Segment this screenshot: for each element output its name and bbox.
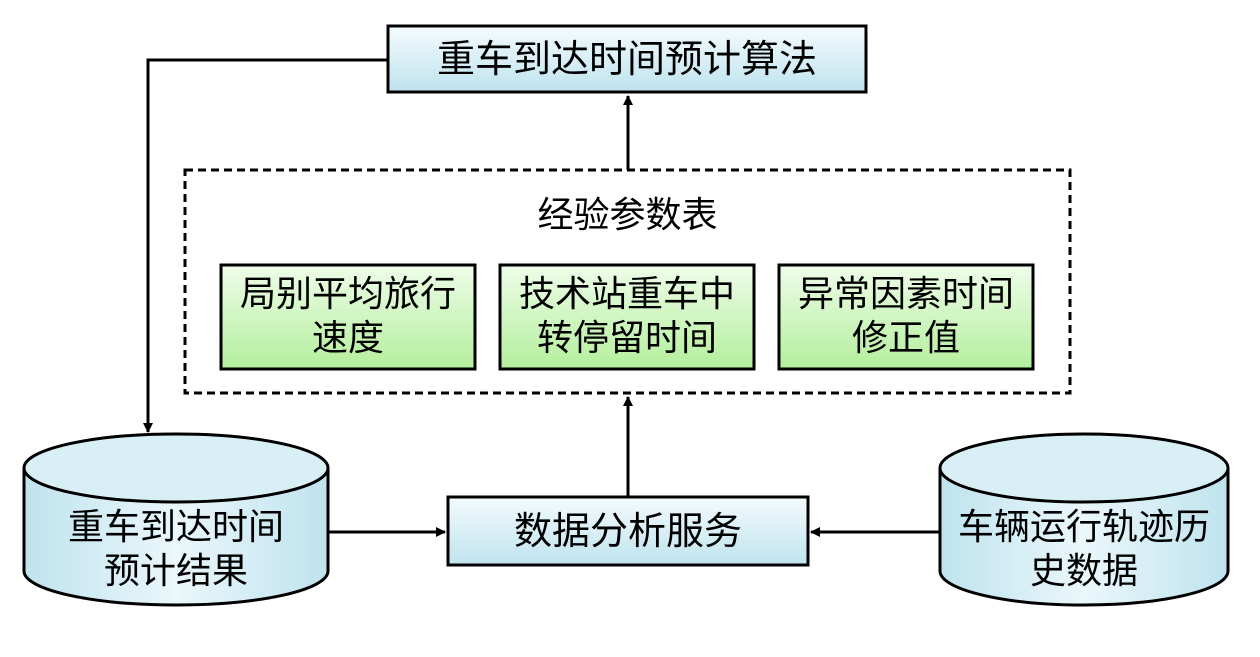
param-box-correction [777, 263, 1035, 371]
analysis-box-label: 数据分析服务 [513, 508, 742, 553]
history-database [938, 432, 1230, 607]
connector-algorithm-to-result [143, 58, 388, 433]
param-box-speed-label: 局别平均旅行 速度 [239, 274, 456, 359]
param-box-correction-label: 异常因素时间 修正值 [797, 274, 1014, 359]
result-database [22, 432, 330, 607]
param-box-dwell-label: 技术站重车中 转停留时间 [518, 274, 735, 359]
param-group-title: 经验参数表 [537, 195, 718, 237]
param-box-speed [219, 263, 477, 371]
result-database-label: 重车到达时间 预计结果 [67, 507, 284, 592]
history-database-label: 车辆运行轨迹历 史数据 [957, 507, 1210, 592]
algorithm-box-label: 重车到达时间预计算法 [436, 36, 817, 81]
param-box-dwell [498, 263, 756, 371]
